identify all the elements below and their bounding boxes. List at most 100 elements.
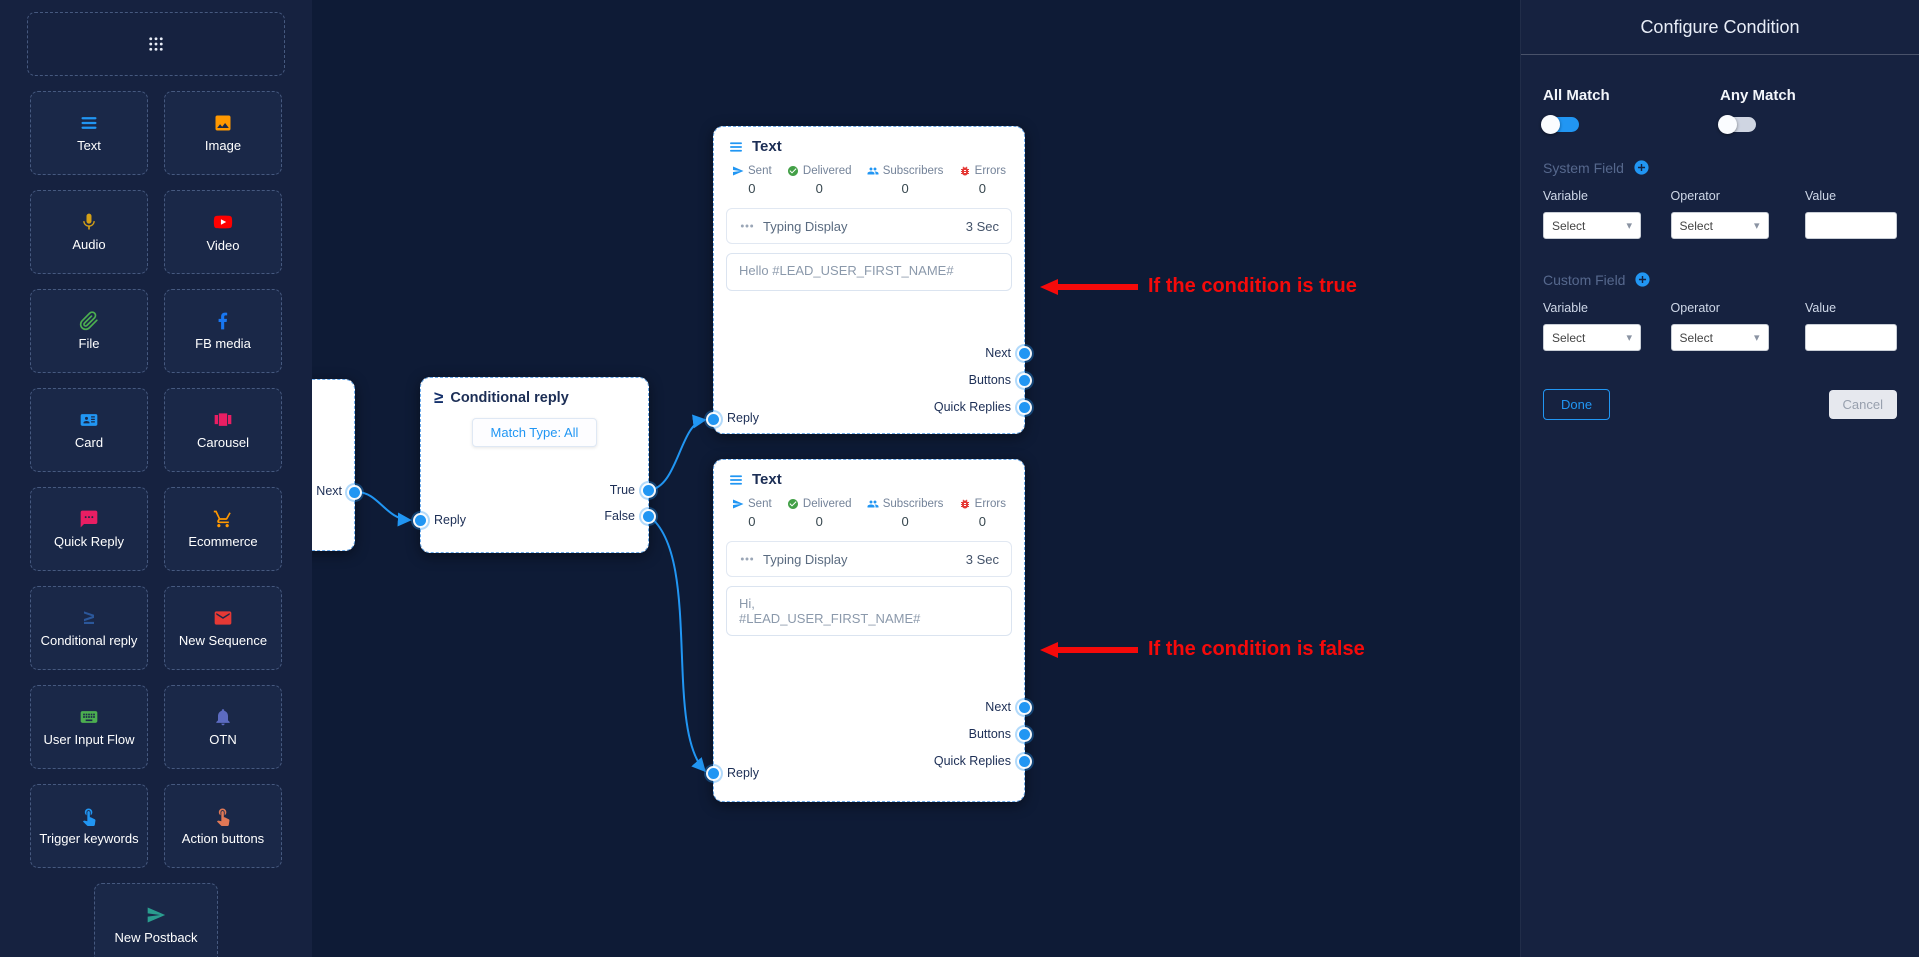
- typing-display-value: 3 Sec: [965, 551, 999, 567]
- next-output-port[interactable]: [1019, 348, 1030, 359]
- next-output-port[interactable]: [349, 487, 360, 498]
- sidebar-item-audio[interactable]: Audio: [30, 190, 148, 274]
- typing-dots-icon: [739, 551, 755, 567]
- sent-icon: [732, 498, 744, 510]
- component-palette: Text Image Audio Video File FB media Car…: [0, 91, 312, 957]
- stat-value: 0: [815, 514, 823, 529]
- true-output-port[interactable]: [643, 485, 654, 496]
- stat-value: 0: [901, 514, 909, 529]
- stat-label: Delivered: [802, 165, 852, 177]
- typing-display-label: Typing Display: [763, 218, 848, 234]
- reply-input-port[interactable]: [415, 515, 426, 526]
- flow-canvas[interactable]: Next ≥ Conditional reply Match Type: All…: [312, 0, 1520, 957]
- buttons-output-port[interactable]: [1019, 729, 1030, 740]
- text-node-header: Text: [714, 127, 1024, 163]
- palette-drag-handle[interactable]: [27, 12, 285, 76]
- system-value-input[interactable]: [1805, 212, 1897, 239]
- sidebar-item-user-input-flow[interactable]: User Input Flow: [30, 685, 148, 769]
- toggle-knob: [1541, 115, 1560, 134]
- all-match-toggle[interactable]: [1541, 115, 1579, 134]
- hand-pointer-icon: [213, 806, 233, 826]
- sidebar-item-fb-media[interactable]: FB media: [164, 289, 282, 373]
- system-field-label: System Field: [1543, 159, 1624, 176]
- stat-label: Subscribers: [882, 498, 944, 510]
- text-node-title: Text: [752, 138, 782, 155]
- output-labels: Next Buttons Quick Replies: [934, 340, 1011, 421]
- message-text-field[interactable]: Hello #LEAD_USER_FIRST_NAME#: [726, 253, 1012, 291]
- sidebar-item-file[interactable]: File: [30, 289, 148, 373]
- wire-false-to-text2: [648, 515, 706, 773]
- chevron-down-icon: ▾: [1754, 332, 1760, 344]
- add-custom-field-icon[interactable]: [1634, 271, 1651, 288]
- typing-display-row[interactable]: Typing Display 3 Sec: [726, 208, 1012, 244]
- sidebar-item-card[interactable]: Card: [30, 388, 148, 472]
- operator-label: Operator: [1670, 189, 1720, 203]
- subscribers-icon: [867, 498, 879, 510]
- sidebar-item-otn[interactable]: OTN: [164, 685, 282, 769]
- sidebar-item-new-postback[interactable]: New Postback: [94, 883, 218, 957]
- text-node-title: Text: [752, 471, 782, 488]
- custom-value-input[interactable]: [1805, 324, 1897, 351]
- sidebar-item-text[interactable]: Text: [30, 91, 148, 175]
- sidebar-item-label: Card: [74, 434, 104, 450]
- conditional-reply-node[interactable]: ≥ Conditional reply Match Type: All True…: [415, 377, 654, 553]
- typing-display-row[interactable]: Typing Display 3 Sec: [726, 541, 1012, 577]
- sidebar-item-conditional-reply[interactable]: ≥ Conditional reply: [30, 586, 148, 670]
- match-type-button[interactable]: Match Type: All: [471, 418, 598, 447]
- sidebar-item-label: OTN: [209, 731, 237, 747]
- typing-display-label: Typing Display: [763, 551, 848, 567]
- partial-node[interactable]: Next: [312, 379, 360, 551]
- done-button[interactable]: Done: [1543, 389, 1611, 420]
- text-node-true-branch[interactable]: Text Sent 0 Delivered 0 Subscribers 0 Er…: [708, 126, 1030, 434]
- add-system-field-icon[interactable]: [1633, 159, 1650, 176]
- stat-value: 0: [978, 181, 986, 196]
- annotation-text: If the condition is false: [1148, 638, 1365, 660]
- card-icon: [79, 410, 99, 430]
- message-text-field[interactable]: Hi, #LEAD_USER_FIRST_NAME#: [726, 586, 1012, 636]
- image-icon: [213, 113, 233, 133]
- stat-sent: Sent 0: [732, 165, 772, 196]
- sidebar-item-ecommerce[interactable]: Ecommerce: [164, 487, 282, 571]
- sidebar-item-label: File: [78, 335, 100, 351]
- sidebar-item-new-sequence[interactable]: New Sequence: [164, 586, 282, 670]
- text-node-header: Text: [714, 460, 1024, 496]
- sidebar-item-label: Image: [204, 137, 242, 153]
- delivered-check-icon: [787, 165, 799, 177]
- sidebar-item-carousel[interactable]: Carousel: [164, 388, 282, 472]
- conditional-node-title: Conditional reply: [450, 389, 569, 406]
- chevron-down-icon: ▾: [1626, 332, 1632, 344]
- sidebar-item-action-buttons[interactable]: Action buttons: [164, 784, 282, 868]
- sequence-envelope-icon: [213, 608, 233, 628]
- buttons-output-port[interactable]: [1019, 375, 1030, 386]
- reply-input-port[interactable]: [708, 414, 719, 425]
- sidebar-item-label: Carousel: [196, 434, 250, 450]
- custom-operator-select[interactable]: Select ▾: [1670, 324, 1769, 351]
- system-operator-select[interactable]: Select ▾: [1670, 212, 1769, 239]
- next-output-port[interactable]: [1019, 702, 1030, 713]
- value-label: Value: [1805, 301, 1837, 315]
- cart-icon: [213, 509, 233, 529]
- typing-display-value: 3 Sec: [965, 218, 999, 234]
- cancel-button[interactable]: Cancel: [1828, 390, 1897, 419]
- select-value: Select: [1679, 330, 1713, 345]
- quick-replies-output-port[interactable]: [1019, 756, 1030, 767]
- any-match-toggle[interactable]: [1718, 115, 1756, 134]
- sidebar-item-video[interactable]: Video: [164, 190, 282, 274]
- conditional-node-header: ≥ Conditional reply: [421, 378, 648, 411]
- configure-condition-panel: Configure Condition All Match Any Match …: [1520, 0, 1919, 957]
- custom-variable-select[interactable]: Select ▾: [1543, 324, 1641, 351]
- chat-bubble-icon: [79, 509, 99, 529]
- sidebar-item-label: User Input Flow: [43, 731, 135, 747]
- false-output-port[interactable]: [643, 511, 654, 522]
- sidebar-item-label: Conditional reply: [40, 632, 138, 648]
- sidebar-item-trigger-keywords[interactable]: Trigger keywords: [30, 784, 148, 868]
- system-variable-select[interactable]: Select ▾: [1543, 212, 1641, 239]
- typing-dots-icon: [739, 218, 755, 234]
- quick-replies-output-port[interactable]: [1019, 402, 1030, 413]
- sidebar-item-quick-reply[interactable]: Quick Reply: [30, 487, 148, 571]
- reply-input-port[interactable]: [708, 768, 719, 779]
- sidebar-item-image[interactable]: Image: [164, 91, 282, 175]
- carousel-icon: [213, 410, 233, 430]
- text-node-false-branch[interactable]: Text Sent 0 Delivered 0 Subscribers 0 Er…: [708, 459, 1030, 802]
- stats-row: Sent 0 Delivered 0 Subscribers 0 Errors …: [714, 496, 1024, 537]
